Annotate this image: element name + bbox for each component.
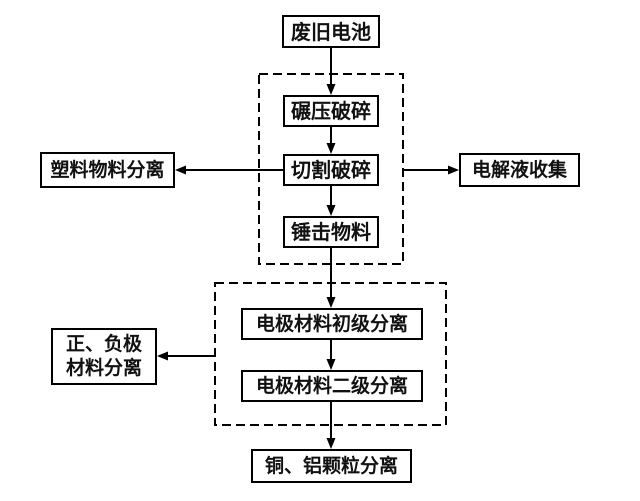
arrowhead-hammer-to-primary xyxy=(326,297,336,308)
node-waste-battery-label: 废旧电池 xyxy=(291,19,371,44)
arrowhead-cut-to-hammer xyxy=(326,205,336,216)
node-secondary-electrode-separation-label: 电极材料二级分离 xyxy=(255,374,408,397)
arrowhead-cut-to-plastic xyxy=(175,165,186,175)
node-hammer-material-label: 锤击物料 xyxy=(291,220,371,244)
node-roll-crushing-label: 碾压破碎 xyxy=(291,99,371,123)
node-primary-electrode-separation-label: 电极材料初级分离 xyxy=(255,312,408,335)
arrowhead-to-posneg xyxy=(157,351,168,361)
node-cut-crushing-label: 切割破碎 xyxy=(291,158,371,182)
node-plastic-separation: 塑料物料分离 xyxy=(40,152,175,188)
node-cut-crushing: 切割破碎 xyxy=(283,154,379,186)
node-secondary-electrode-separation: 电极材料二级分离 xyxy=(241,370,423,402)
node-roll-crushing: 碾压破碎 xyxy=(283,95,379,127)
arrowhead-to-electrolyte xyxy=(448,165,459,175)
node-cu-al-particle-separation-label: 铜、铝颗粒分离 xyxy=(264,454,398,477)
node-plastic-separation-label: 塑料物料分离 xyxy=(50,158,165,181)
node-waste-battery: 废旧电池 xyxy=(282,15,380,48)
node-cu-al-particle-separation: 铜、铝颗粒分离 xyxy=(251,449,412,483)
arrowhead-primary-to-secondary xyxy=(326,359,336,370)
node-primary-electrode-separation: 电极材料初级分离 xyxy=(241,308,423,340)
node-posneg-material-separation-line1: 正、负极 xyxy=(65,332,142,355)
arrowhead-roll-to-cut xyxy=(326,143,336,154)
node-electrolyte-collection: 电解液收集 xyxy=(459,153,580,187)
arrowhead-waste-to-roll xyxy=(326,84,336,95)
arrowhead-secondary-to-cual xyxy=(326,438,336,449)
node-electrolyte-collection-label: 电解液收集 xyxy=(471,158,567,181)
node-hammer-material: 锤击物料 xyxy=(283,216,379,248)
node-posneg-material-separation: 正、负极 材料分离 xyxy=(51,328,157,385)
node-posneg-material-separation-line2: 材料分离 xyxy=(65,356,142,379)
